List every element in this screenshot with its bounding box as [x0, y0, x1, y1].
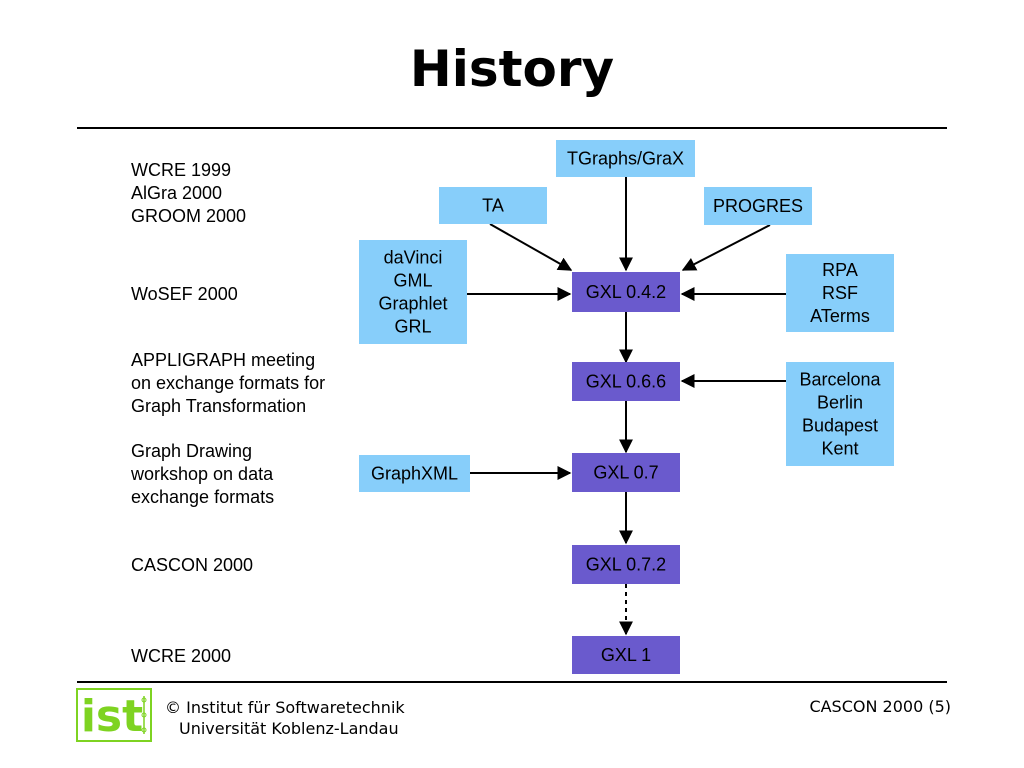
node-barcelona-box: [786, 362, 894, 466]
node-davinci-label: GML: [393, 270, 432, 290]
node-gxl042-box: [572, 272, 680, 312]
node-gxl066-box: [572, 362, 680, 401]
node-ta-label: TA: [482, 195, 504, 215]
node-tgraphs: TGraphs/GraX: [556, 140, 695, 177]
copyright-symbol: ©: [165, 698, 181, 717]
event-label-cascon-2000: CASCON 2000: [131, 555, 254, 575]
node-rpa-label: ATerms: [810, 306, 870, 326]
edges: [467, 177, 786, 636]
node-graphxml: GraphXML: [359, 455, 470, 492]
university-name: Universität Koblenz-Landau: [179, 719, 399, 738]
node-gxl072-label: GXL 0.7.2: [586, 554, 666, 574]
node-barcelona-label: Budapest: [802, 415, 878, 435]
node-rpa: RPA RSF ATerms: [786, 254, 894, 332]
event-label-graph-drawing: Graph Drawing workshop on data exchange …: [131, 441, 275, 507]
node-progres-label: PROGRES: [713, 196, 803, 216]
footer-slide-ref: CASCON 2000 (5): [809, 697, 951, 716]
node-davinci-box: [359, 240, 467, 344]
node-progres-box: [704, 187, 812, 225]
node-gxl072-box: [572, 545, 680, 584]
node-gxl042: GXL 0.4.2: [572, 272, 680, 312]
institute-name: Institut für Softwaretechnik: [186, 698, 405, 717]
logo-text: ist: [81, 691, 143, 742]
node-rpa-label: RPA: [822, 260, 858, 280]
node-barcelona-label: Berlin: [817, 392, 863, 412]
edge-ta-gxl042: [489, 223, 573, 271]
node-gxl1: GXL 1: [572, 636, 680, 674]
node-davinci-label: GRL: [394, 316, 431, 336]
node-progres: PROGRES: [704, 187, 812, 225]
node-gxl07-box: [572, 453, 680, 492]
node-gxl066-label: GXL 0.6.6: [586, 371, 666, 391]
node-ta-box: [439, 187, 547, 224]
event-label-appligraph: APPLIGRAPH meeting on exchange formats f…: [131, 350, 326, 416]
slide-title: History: [409, 40, 615, 98]
node-graphxml-box: [359, 455, 470, 492]
node-rpa-box: [786, 254, 894, 332]
node-davinci-label: daVinci: [384, 247, 443, 267]
node-ta: TA: [439, 187, 547, 224]
node-gxl1-label: GXL 1: [601, 645, 651, 665]
bottom-divider: [77, 681, 947, 683]
node-gxl072: GXL 0.7.2: [572, 545, 680, 584]
node-gxl1-box: [572, 636, 680, 674]
event-label-wcre-1999: WCRE 1999 AlGra 2000 GROOM 2000: [131, 160, 247, 226]
footer-copyright: © Institut für Softwaretechnik Universit…: [165, 697, 405, 739]
top-divider: [77, 127, 947, 129]
node-davinci-label: Graphlet: [378, 293, 447, 313]
node-gxl07: GXL 0.7: [572, 453, 680, 492]
node-graphxml-label: GraphXML: [371, 463, 458, 483]
node-barcelona-label: Barcelona: [799, 369, 881, 389]
node-gxl066: GXL 0.6.6: [572, 362, 680, 401]
node-barcelona-label: Kent: [821, 438, 858, 458]
event-label-wosef-2000: WoSEF 2000: [131, 284, 238, 304]
node-tgraphs-label: TGraphs/GraX: [567, 148, 684, 168]
node-gxl042-label: GXL 0.4.2: [586, 282, 666, 302]
edge-progres-gxl042: [681, 224, 771, 271]
node-tgraphs-box: [556, 140, 695, 177]
event-label-wcre-2000: WCRE 2000: [131, 646, 232, 666]
ist-logo: ist: [76, 688, 152, 742]
footer-institute-line: © Institut für Softwaretechnik: [165, 697, 405, 718]
node-gxl07-label: GXL 0.7: [593, 462, 658, 482]
node-rpa-label: RSF: [822, 283, 858, 303]
